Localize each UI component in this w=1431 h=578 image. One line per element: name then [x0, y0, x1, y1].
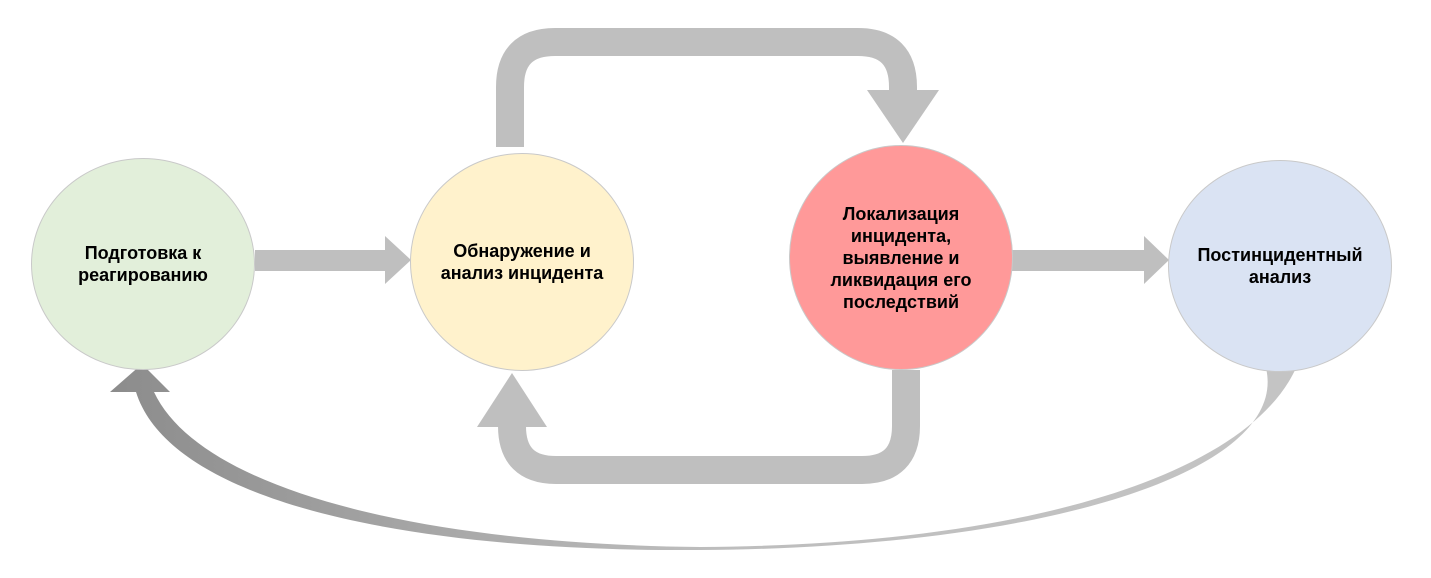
arrow-shaft	[496, 28, 917, 147]
arrow-shaft	[498, 370, 920, 484]
stage-detection-analysis: Обнаружение и анализ инцидента	[410, 153, 634, 371]
arrow-head	[477, 373, 547, 427]
arrow-shaft	[255, 250, 387, 271]
arrow-head	[385, 236, 411, 284]
stage-post-incident-analysis-label: Постинцидентный анализ	[1197, 245, 1363, 287]
stage-preparation: Подготовка к реагированию	[31, 158, 255, 370]
arrow-head	[867, 90, 939, 143]
arrow-head	[1144, 236, 1169, 284]
stage-containment-eradication-label: Локализация инцидента, выявление и ликви…	[830, 203, 972, 312]
stage-detection-analysis-label: Обнаружение и анализ инцидента	[440, 241, 604, 283]
arrow-detection-to-containment	[496, 28, 939, 147]
stage-preparation-label: Подготовка к реагированию	[78, 243, 208, 285]
stage-post-incident-analysis: Постинцидентный анализ	[1168, 160, 1392, 372]
arrow-containment-to-detection	[477, 370, 920, 484]
arrow-containment-to-post-incident	[1012, 236, 1169, 284]
arrow-shaft	[1012, 250, 1146, 271]
stage-containment-eradication: Локализация инцидента, выявление и ликви…	[789, 145, 1013, 370]
arrow-preparation-to-detection	[255, 236, 411, 284]
